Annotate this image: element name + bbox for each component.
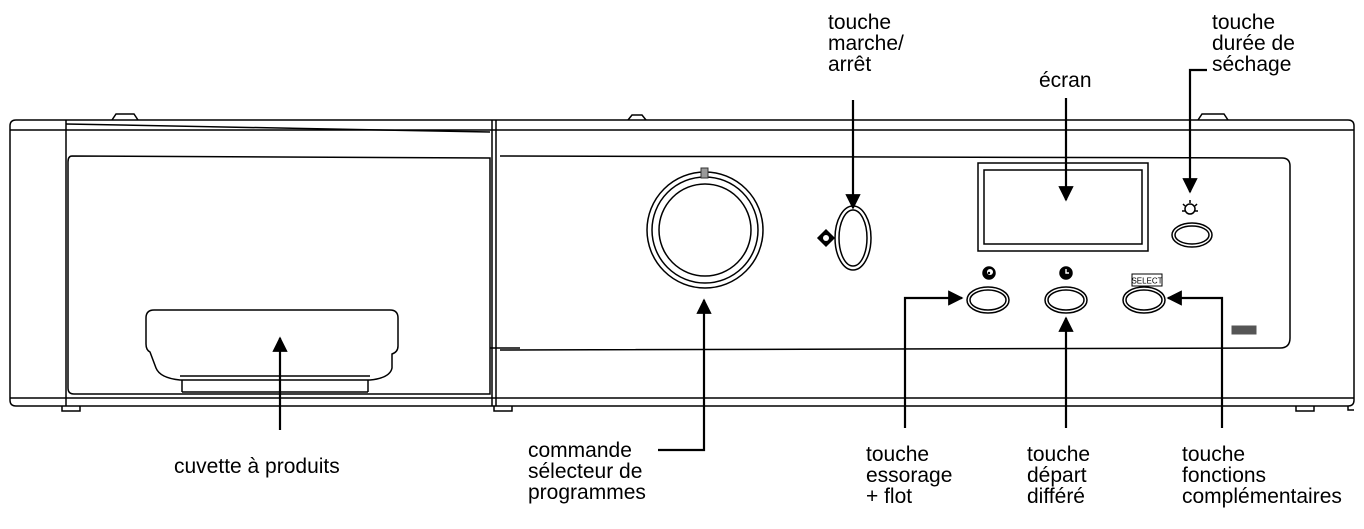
leader-selector bbox=[658, 298, 712, 452]
select-key-frame bbox=[1131, 273, 1163, 287]
options-select-button[interactable] bbox=[1122, 286, 1166, 314]
spiral-icon bbox=[982, 266, 996, 280]
power-button[interactable] bbox=[834, 205, 872, 271]
power-icon bbox=[816, 228, 836, 248]
leader-dry-time bbox=[1182, 68, 1207, 194]
label-detergent-drawer: cuvette à produits bbox=[174, 455, 340, 478]
detergent-drawer bbox=[65, 120, 520, 406]
program-selector-dial[interactable] bbox=[646, 171, 764, 289]
drying-time-button[interactable] bbox=[1171, 222, 1213, 248]
control-panel-face bbox=[499, 155, 1291, 351]
machine-body bbox=[9, 113, 1355, 412]
select-key-text: SELECT bbox=[1131, 277, 1162, 286]
marker-icon bbox=[700, 167, 709, 179]
delay-start-button[interactable] bbox=[1044, 286, 1088, 314]
spin-button[interactable] bbox=[966, 286, 1010, 314]
clock-icon bbox=[1059, 266, 1073, 280]
display-screen bbox=[977, 162, 1149, 252]
leader-spin bbox=[903, 290, 964, 428]
label-screen: écran bbox=[1039, 69, 1092, 92]
sun-clock-icon bbox=[1182, 200, 1198, 215]
leader-options bbox=[1166, 290, 1224, 428]
